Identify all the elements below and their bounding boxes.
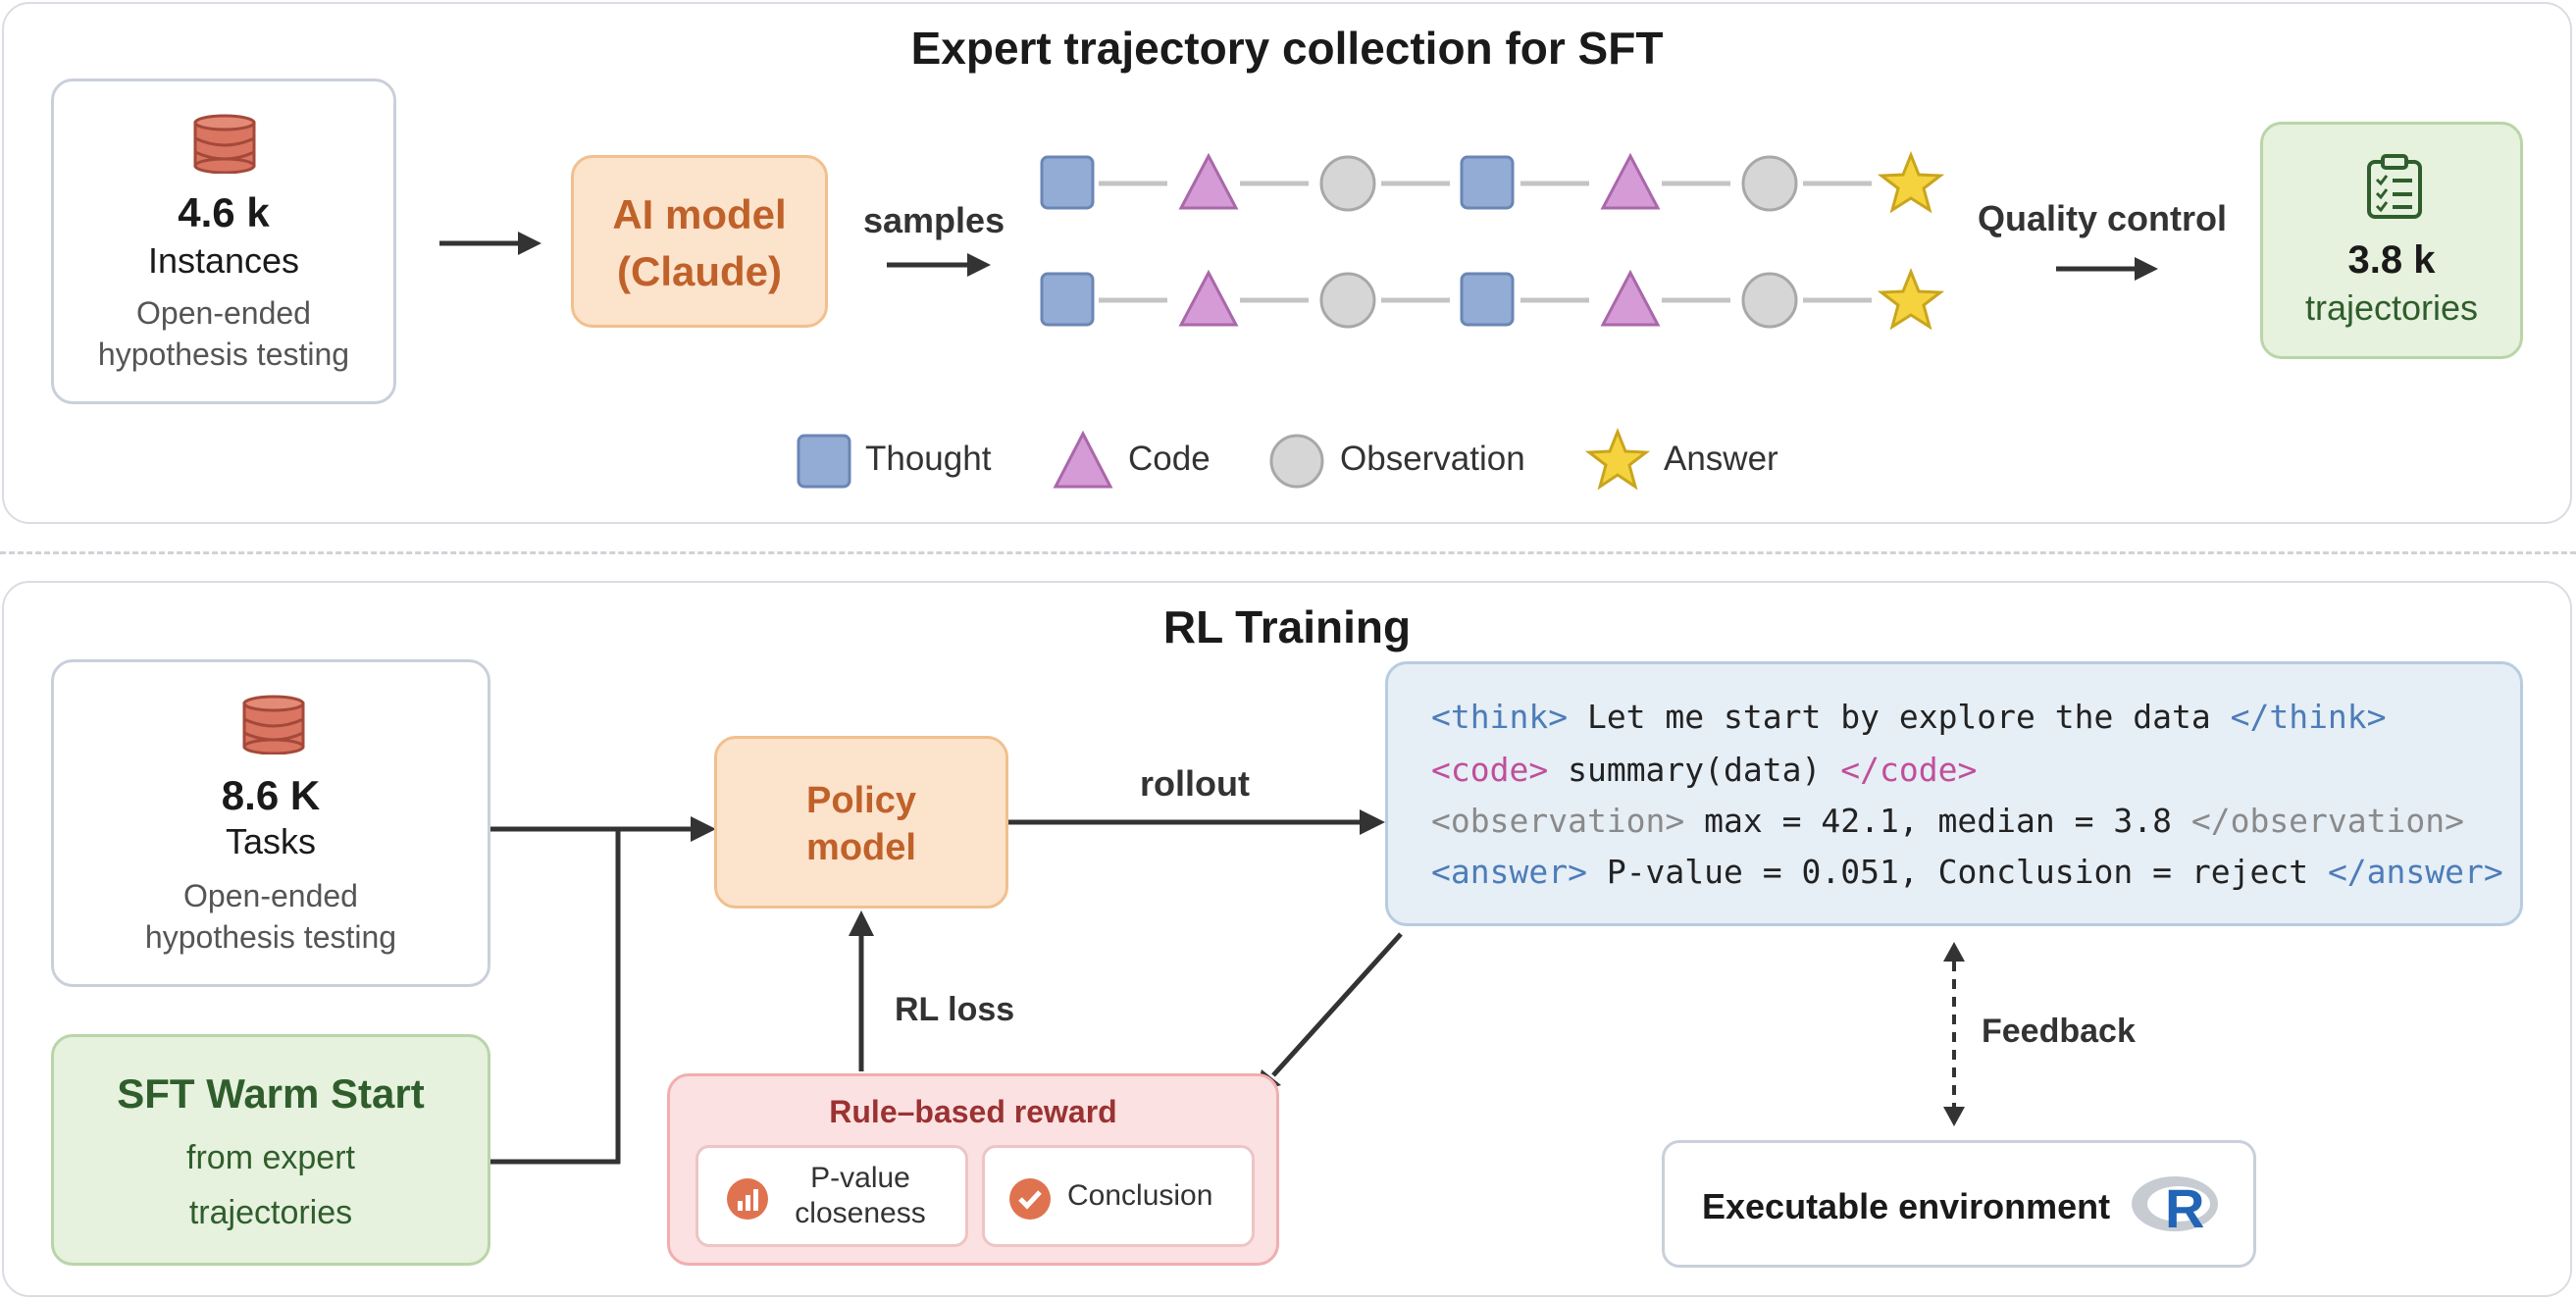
code-node (1600, 269, 1661, 327)
bar-chart-icon (727, 1178, 768, 1220)
ai-model-line2: (Claude) (617, 248, 782, 294)
ai-model-box: AI model (Claude) (571, 155, 828, 328)
answer-node (1877, 267, 1945, 331)
trajectory-sequences (1040, 150, 1945, 331)
think-close-tag: </think> (2230, 698, 2387, 736)
code-node (1178, 269, 1239, 327)
executable-environment-box: Executable environment R (1662, 1140, 2256, 1268)
pvalue-line2: closeness (795, 1197, 926, 1229)
instances-desc-1: Open-ended (136, 295, 311, 331)
answer-close-tag: </answer> (2327, 853, 2503, 891)
tasks-count: 8.6 K (221, 772, 321, 818)
answer-open-tag: <answer> (1431, 853, 1587, 891)
environment-label: Executable environment (1702, 1186, 2111, 1226)
observation-close-tag: </observation> (2190, 802, 2464, 840)
code-open-tag: <code> (1431, 751, 1549, 789)
code-text: summary(data) (1548, 751, 1841, 789)
sft-title: Expert trajectory collection for SFT (910, 23, 1664, 74)
legend-thought-label: Thought (865, 440, 992, 478)
code-line-answer: <answer> P-value = 0.051, Conclusion = r… (1431, 853, 2503, 891)
observation-node (1319, 155, 1376, 212)
tasks-label: Tasks (225, 821, 317, 861)
policy-line1: Policy (806, 780, 916, 821)
instances-count: 4.6 k (178, 189, 270, 235)
tasks-box: 8.6 K Tasks Open-ended hypothesis testin… (51, 659, 490, 987)
section-divider (0, 551, 2576, 554)
trajectories-label: trajectories (2304, 287, 2479, 328)
code-close-tag: </code> (1840, 751, 1978, 789)
ai-model-line1: AI model (612, 191, 787, 237)
warm-start-line1: from expert (186, 1139, 355, 1176)
sequence-row-2 (1040, 267, 1945, 331)
sft-warm-start-box: SFT Warm Start from expert trajectories (51, 1034, 490, 1266)
pvalue-line1: P-value (810, 1162, 910, 1194)
observation-node (1319, 272, 1376, 329)
legend-code-label: Code (1128, 440, 1211, 478)
policy-line2: model (806, 827, 916, 868)
trajectories-count: 3.8 k (2347, 238, 2436, 282)
check-circle-icon (1009, 1178, 1051, 1220)
thought-node (1460, 272, 1515, 327)
code-line-think: <think> Let me start by explore the data… (1431, 698, 2387, 736)
code-line-code: <code> summary(data) </code> (1431, 751, 1977, 789)
policy-model-box: Policy model (714, 736, 1008, 909)
answer-text: P-value = 0.051, Conclusion = reject (1586, 853, 2328, 891)
code-line-observation: <observation> max = 42.1, median = 3.8 <… (1431, 802, 2464, 840)
conclusion-label: Conclusion (1067, 1179, 1213, 1212)
observation-node (1741, 155, 1798, 212)
r-logo-letter: R (2165, 1177, 2204, 1239)
rl-loss-label: RL loss (895, 991, 1015, 1028)
observation-open-tag: <observation> (1431, 802, 1685, 840)
reward-box: Rule–based reward P-value closeness Conc… (667, 1073, 1279, 1266)
observation-text: max = 42.1, median = 3.8 (1684, 802, 2191, 840)
code-node (1600, 152, 1661, 210)
arrow-samples (887, 253, 991, 277)
legend-thought-icon (797, 434, 851, 489)
legend-answer-label: Answer (1664, 440, 1778, 478)
legend-observation-label: Observation (1340, 440, 1525, 478)
answer-node (1877, 150, 1945, 214)
arrow-instances-to-model (439, 232, 541, 255)
legend-observation-icon (1269, 434, 1324, 489)
thought-node (1040, 155, 1095, 210)
warm-start-line2: trajectories (188, 1194, 353, 1231)
samples-label: samples (863, 200, 1005, 240)
tasks-desc-1: Open-ended (183, 878, 358, 913)
legend-answer-icon (1585, 428, 1650, 491)
quality-control-label: Quality control (1978, 198, 2228, 238)
arrow-quality-control (2056, 257, 2158, 281)
pvalue-card: P-value closeness (696, 1145, 968, 1247)
trajectory-code-box: <think> Let me start by explore the data… (1385, 661, 2523, 926)
instances-box: 4.6 k Instances Open-ended hypothesis te… (51, 78, 396, 404)
rl-title: RL Training (1162, 601, 1412, 652)
instances-label: Instances (147, 240, 300, 281)
clipboard-icon (2367, 154, 2422, 219)
reward-title: Rule–based reward (829, 1094, 1117, 1129)
instances-desc-2: hypothesis testing (97, 337, 350, 372)
think-open-tag: <think> (1431, 698, 1569, 736)
think-text: Let me start by explore the data (1568, 698, 2231, 736)
sequence-row-1 (1040, 150, 1945, 214)
trajectories-box: 3.8 k trajectories (2260, 122, 2523, 359)
warm-start-title: SFT Warm Start (117, 1070, 425, 1117)
thought-node (1040, 272, 1095, 327)
observation-node (1741, 272, 1798, 329)
feedback-label: Feedback (1982, 1013, 2136, 1050)
code-node (1178, 152, 1239, 210)
r-logo-icon: R (2132, 1176, 2218, 1239)
rollout-label: rollout (1140, 763, 1250, 804)
conclusion-card: Conclusion (982, 1145, 1255, 1247)
database-icon (193, 114, 256, 174)
legend-code-icon (1053, 430, 1113, 489)
database-icon (242, 695, 305, 755)
thought-node (1460, 155, 1515, 210)
tasks-desc-2: hypothesis testing (144, 919, 397, 955)
